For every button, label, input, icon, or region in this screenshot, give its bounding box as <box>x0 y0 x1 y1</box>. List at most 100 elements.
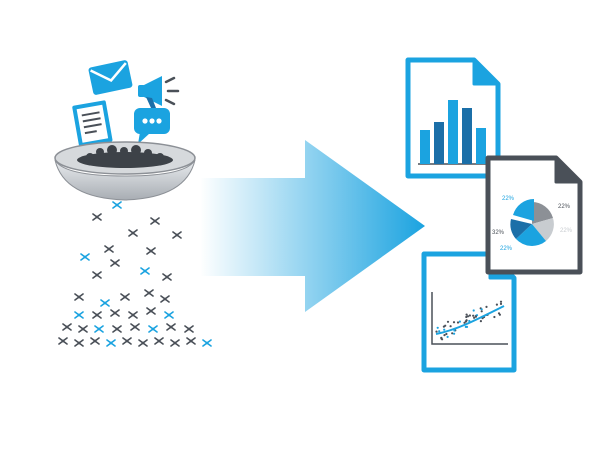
data-particle-icon <box>74 293 84 301</box>
data-particle-icon <box>80 253 90 261</box>
data-particle-icon <box>202 339 212 347</box>
scatter-point <box>497 312 501 315</box>
pie-label: 22% <box>500 246 513 252</box>
scatter-point <box>493 315 496 319</box>
scatter-point <box>473 316 476 319</box>
data-particle-icon <box>184 325 194 333</box>
data-particle-icon <box>110 309 120 317</box>
data-particle-icon <box>130 323 140 331</box>
data-particle-icon <box>112 201 122 209</box>
right-arrow-icon <box>200 140 425 312</box>
megaphone-icon <box>138 76 180 108</box>
sieve-bowl-icon <box>54 141 196 201</box>
data-particle-field <box>58 201 212 347</box>
data-particle-icon <box>90 337 100 345</box>
data-particle-icon <box>186 337 196 345</box>
scatter-point <box>468 314 471 317</box>
data-particle-icon <box>106 339 116 347</box>
data-particle-icon <box>162 273 172 281</box>
data-particle-icon <box>110 259 120 267</box>
pie-slice <box>532 202 553 224</box>
chat-bubble-icon <box>134 108 170 146</box>
pie-slice <box>513 199 534 221</box>
data-particle-icon <box>140 267 150 275</box>
data-particle-icon <box>120 293 130 301</box>
bar <box>420 130 430 164</box>
data-particle-icon <box>170 339 180 347</box>
data-particle-icon <box>154 337 164 345</box>
scatter-point <box>472 309 475 312</box>
pie-label: 22% <box>560 228 573 234</box>
scatter-point <box>441 338 444 341</box>
scatter-point <box>474 315 477 318</box>
scatter-point <box>465 319 468 322</box>
envelope-icon <box>88 60 133 95</box>
data-particle-icon <box>128 311 138 319</box>
scatter-point <box>466 315 470 318</box>
pie-slice <box>516 224 546 246</box>
scatter-point <box>465 325 469 328</box>
scatter-point <box>453 332 456 335</box>
scatter-point <box>499 300 503 303</box>
scatter-point <box>495 303 498 306</box>
pie-slice <box>532 218 554 241</box>
data-particle-icon <box>92 311 102 319</box>
scatter-point <box>446 320 450 323</box>
pie-chart-report-icon: 22% 22% 32% 22% 22% <box>485 155 583 275</box>
pie-slice <box>510 219 532 239</box>
data-particle-icon <box>92 213 102 221</box>
scatter-point <box>456 321 460 324</box>
scatter-point <box>452 321 456 324</box>
scatter-point <box>435 330 438 333</box>
bar <box>448 100 458 164</box>
scatter-point <box>458 320 461 323</box>
data-particle-icon <box>94 325 104 333</box>
bar <box>434 122 444 164</box>
scatter-point <box>485 305 488 308</box>
data-particle-icon <box>104 245 114 253</box>
scatter-point <box>480 310 483 313</box>
bar-chart-report-icon <box>405 57 501 179</box>
data-particle-icon <box>150 217 160 225</box>
data-particle-icon <box>148 325 158 333</box>
pie-label: 22% <box>502 196 515 202</box>
scatter-point <box>446 335 449 338</box>
scatter-point <box>465 313 468 316</box>
scatter-point <box>479 320 482 323</box>
data-particle-icon <box>138 339 148 347</box>
data-particle-icon <box>62 323 72 331</box>
data-particle-icon <box>122 337 132 345</box>
document-icon <box>72 100 113 148</box>
data-particle-icon <box>172 231 182 239</box>
scatter-point <box>465 315 468 319</box>
debris <box>77 145 173 168</box>
scatter-point <box>463 321 466 324</box>
bar <box>476 128 486 164</box>
data-particle-icon <box>146 307 156 315</box>
scatter-point <box>444 324 447 327</box>
bar <box>462 108 472 164</box>
data-particle-icon <box>58 337 68 345</box>
scatter-point <box>445 332 448 336</box>
data-particle-icon <box>78 325 88 333</box>
scatter-point <box>449 325 452 328</box>
scatter-point <box>443 334 446 337</box>
data-particle-icon <box>146 247 156 255</box>
scatter-point <box>480 308 483 311</box>
trend-line <box>435 305 505 335</box>
scatter-point <box>472 314 475 317</box>
scatter-point <box>436 326 439 329</box>
pie-label: 22% <box>558 204 571 210</box>
data-particle-icon <box>160 295 170 303</box>
data-particle-icon <box>112 325 122 333</box>
data-particle-icon <box>92 271 102 279</box>
data-particle-icon <box>144 289 154 297</box>
scatter-point <box>499 302 503 305</box>
data-particle-icon <box>74 339 84 347</box>
pie-label: 32% <box>492 230 505 236</box>
data-particle-icon <box>100 299 110 307</box>
scatter-point <box>451 332 454 335</box>
data-particle-icon <box>166 323 176 331</box>
